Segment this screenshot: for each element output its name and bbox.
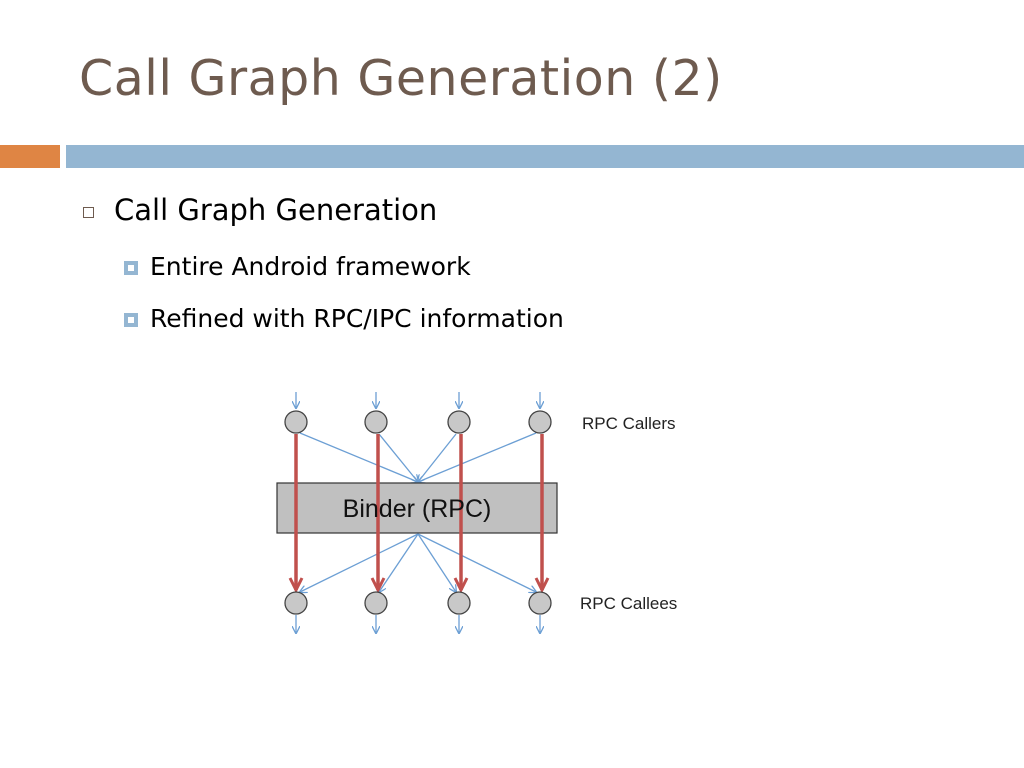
caller-node bbox=[284, 410, 308, 434]
caller-binder-edge bbox=[299, 432, 418, 482]
binder-to-callee-edges bbox=[300, 533, 536, 592]
caller-node bbox=[447, 410, 471, 434]
title-accent-bar-orange bbox=[0, 145, 60, 168]
callee-outgoing-arrows bbox=[296, 615, 540, 633]
rpc-callees-label: RPC Callees bbox=[580, 594, 677, 613]
bullet-sub-2-text: Refined with RPC/IPC information bbox=[150, 304, 564, 333]
bullet-main-text: Call Graph Generation bbox=[114, 193, 438, 227]
binder-box bbox=[276, 482, 558, 534]
caller-binder-edge bbox=[418, 432, 537, 482]
hollow-square-bullet-icon bbox=[83, 206, 94, 218]
binder-callee-edge bbox=[417, 533, 536, 592]
rpc-callers-label: RPC Callers bbox=[582, 414, 676, 433]
caller-to-binder-edges bbox=[299, 432, 537, 482]
direct-rpc-edges bbox=[296, 434, 542, 590]
caller-node bbox=[364, 410, 388, 434]
caller-binder-edge bbox=[418, 433, 457, 482]
binder-callee-edge bbox=[300, 533, 419, 592]
binder-callee-edge bbox=[417, 533, 456, 592]
bullet-sub-2: Refined with RPC/IPC information bbox=[124, 304, 564, 333]
bullet-sub-1: Entire Android framework bbox=[124, 252, 471, 281]
bullet-sub-1-text: Entire Android framework bbox=[150, 252, 471, 281]
title-accent-bar-blue bbox=[66, 145, 1024, 168]
square-bullet-icon bbox=[124, 261, 138, 275]
binder-label: Binder (RPC) bbox=[343, 495, 492, 523]
callee-node bbox=[528, 591, 552, 615]
callee-node bbox=[284, 591, 308, 615]
square-bullet-icon bbox=[124, 313, 138, 327]
caller-binder-edge bbox=[378, 433, 418, 482]
slide-title: Call Graph Generation (2) bbox=[79, 50, 723, 107]
callee-node bbox=[447, 591, 471, 615]
caller-node bbox=[528, 410, 552, 434]
callee-node bbox=[364, 591, 388, 615]
bullet-main: Call Graph Generation bbox=[83, 193, 437, 227]
rpc-callee-nodes bbox=[284, 591, 552, 615]
rpc-caller-nodes bbox=[284, 410, 552, 434]
caller-incoming-arrows bbox=[296, 392, 540, 408]
binder-callee-edge bbox=[379, 533, 419, 592]
